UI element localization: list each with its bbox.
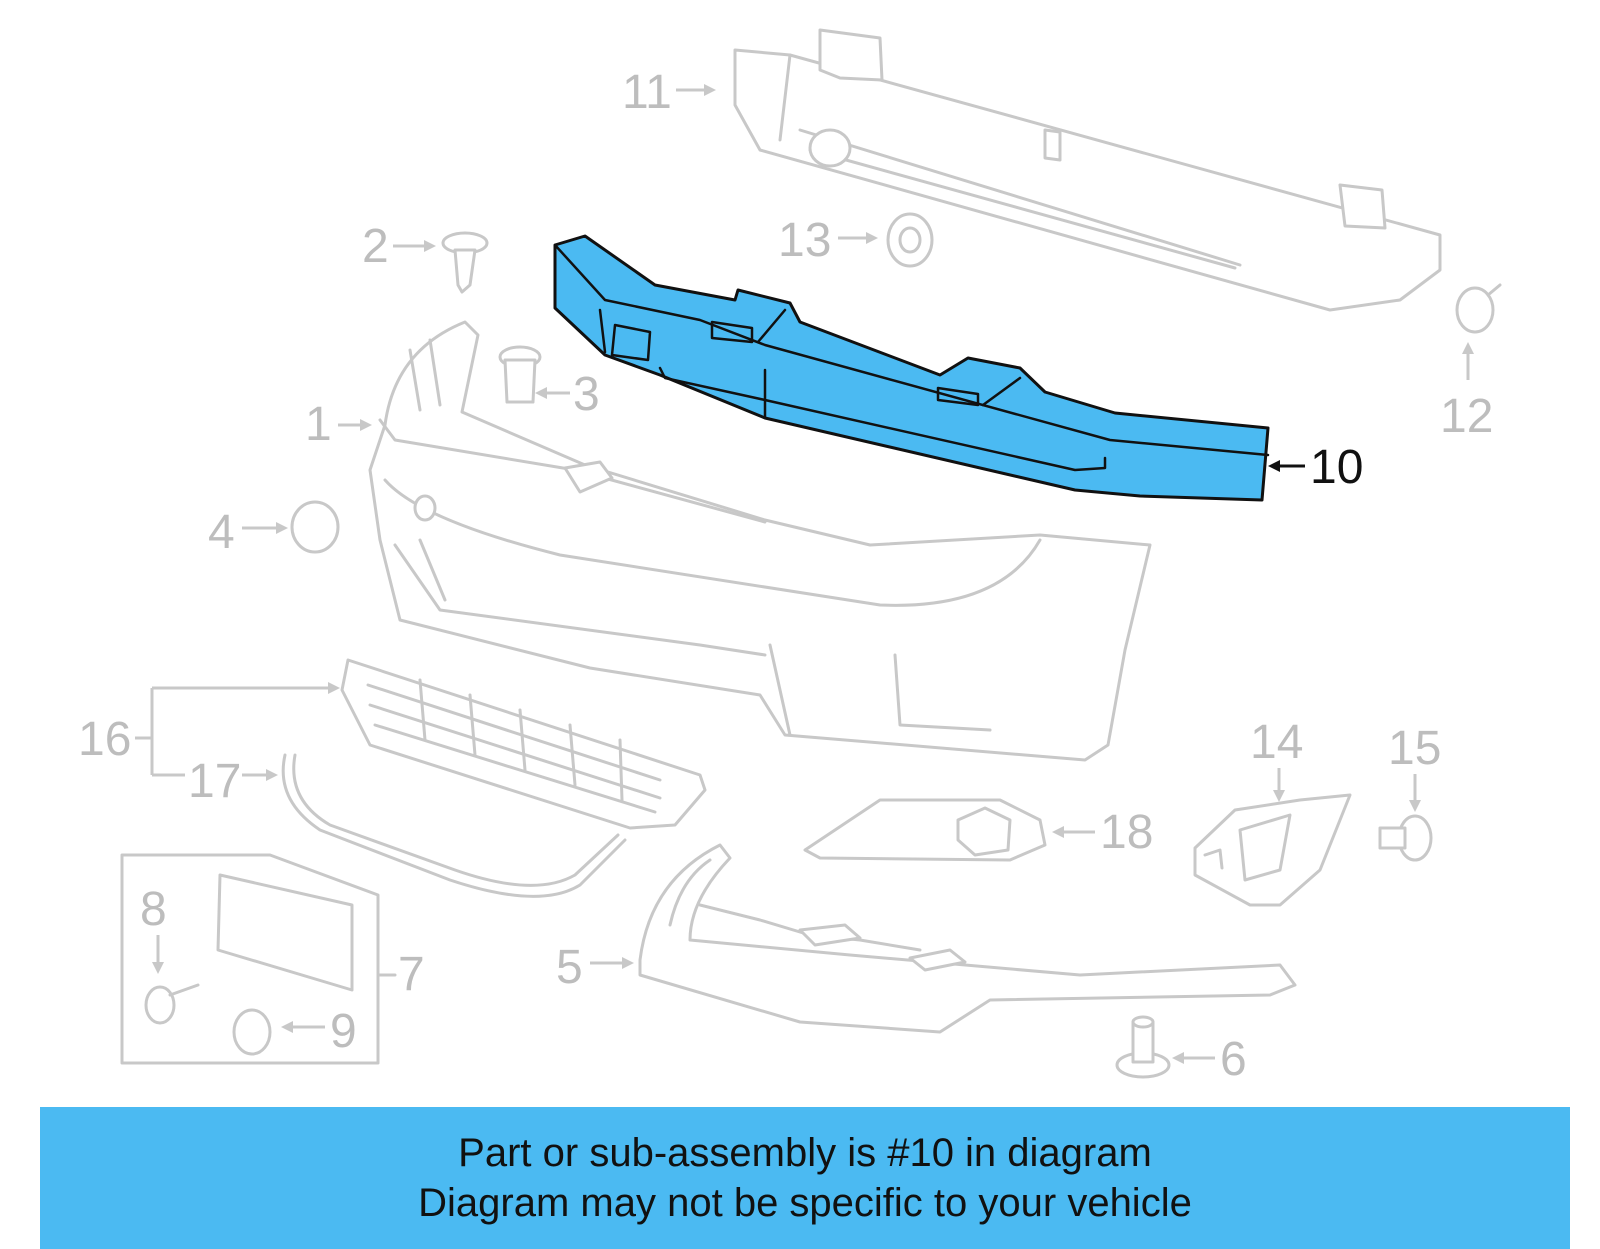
callout-12: 12 bbox=[1440, 390, 1493, 443]
callout-16: 16 bbox=[78, 713, 131, 766]
callout-5: 5 bbox=[556, 941, 583, 994]
callout-8: 8 bbox=[140, 883, 167, 936]
callout-1: 1 bbox=[305, 398, 332, 451]
callout-4: 4 bbox=[208, 506, 235, 559]
part-10-energy-absorber bbox=[553, 234, 1270, 502]
part-17-trim-strip bbox=[281, 753, 627, 898]
part-11-reinforcement-bar bbox=[733, 28, 1442, 312]
callout-18: 18 bbox=[1100, 806, 1153, 859]
part-15-clip bbox=[1378, 814, 1433, 862]
part-1-bumper-cover bbox=[368, 320, 1152, 762]
callout-14: 14 bbox=[1250, 716, 1303, 769]
banner-line-part-number: Part or sub-assembly is #10 in diagram bbox=[458, 1131, 1152, 1175]
callout-13: 13 bbox=[778, 214, 831, 267]
part-3-insert bbox=[498, 345, 542, 404]
callout-3: 3 bbox=[573, 368, 600, 421]
part-18-bezel bbox=[803, 798, 1047, 862]
info-banner: Part or sub-assembly is #10 in diagram D… bbox=[40, 1107, 1570, 1249]
part-14-bracket bbox=[1193, 793, 1352, 907]
callout-15: 15 bbox=[1388, 722, 1441, 775]
part-7-plate-group bbox=[120, 853, 397, 1065]
part-6-stud bbox=[1115, 1015, 1171, 1079]
callout-2: 2 bbox=[362, 220, 389, 273]
callout-9: 9 bbox=[330, 1005, 357, 1058]
part-5-lower-spoiler bbox=[638, 843, 1297, 1034]
callout-11: 11 bbox=[622, 66, 672, 119]
part-4-cap bbox=[290, 500, 340, 554]
callout-6: 6 bbox=[1220, 1033, 1247, 1086]
part-12-bolt bbox=[1455, 283, 1502, 334]
callout-7: 7 bbox=[398, 948, 425, 1001]
callout-10: 10 bbox=[1310, 441, 1363, 494]
callouts: 1 2 3 4 5 6 7 8 9 10 11 12 13 14 15 16 1 bbox=[78, 66, 1493, 1086]
part-13-grommet bbox=[886, 212, 934, 268]
part-16-lower-grille bbox=[340, 658, 707, 830]
callout-17: 17 bbox=[188, 755, 241, 808]
part-2-clip bbox=[441, 231, 489, 294]
banner-line-disclaimer: Diagram may not be specific to your vehi… bbox=[418, 1181, 1192, 1225]
